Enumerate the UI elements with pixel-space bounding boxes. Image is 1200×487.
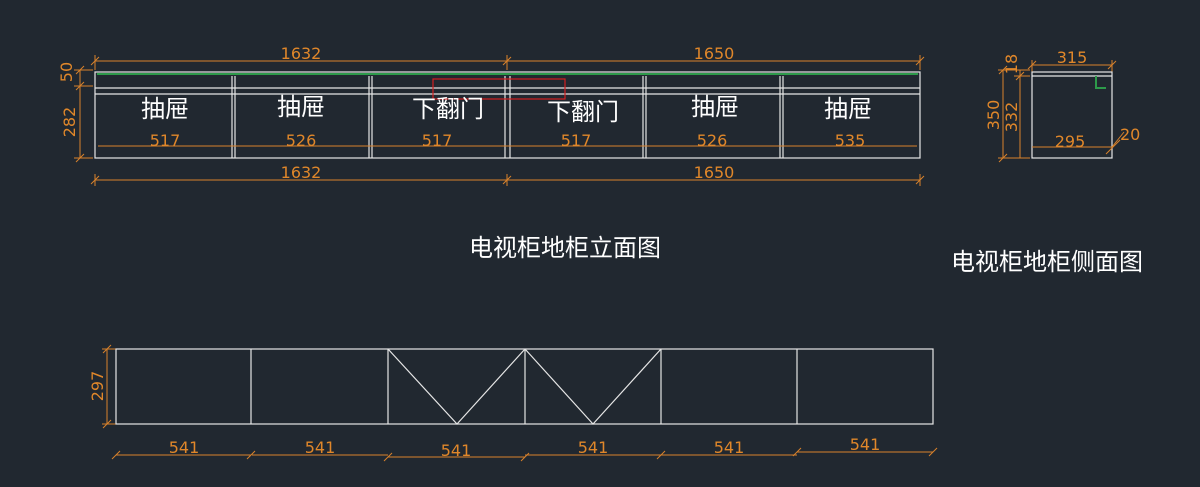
front-bottom-dim-right: 1650	[694, 163, 735, 182]
side-elevation-view: 315 18 350 332 295 20 电视柜地柜侧面图	[951, 48, 1143, 276]
front-top-dim-left: 1632	[281, 44, 322, 63]
side-top-dimension: 315	[1027, 48, 1117, 72]
side-cabinet-outline: 295 20	[1031, 71, 1140, 159]
front-bottom-dimension: 1632 1650	[90, 163, 925, 186]
front-left-dim-top: 50	[57, 62, 76, 82]
plan-width-2: 541	[305, 438, 336, 457]
panel-label-3: 下翻门	[412, 95, 484, 123]
flap-door-symbol-2	[524, 348, 662, 425]
plan-width-4: 541	[578, 438, 609, 457]
side-view-title: 电视柜地柜侧面图	[951, 248, 1143, 276]
plan-width-6: 541	[850, 435, 881, 454]
front-panels: 抽屉 517 抽屉 526 下翻门 517 下翻门 517 抽屉 526 抽屉 …	[141, 93, 872, 150]
panel-width-5: 526	[697, 131, 728, 150]
front-left-dim-body: 282	[60, 107, 79, 138]
plan-width-3: 541	[441, 441, 472, 460]
flap-door-symbol-1	[387, 348, 526, 425]
front-view-title: 电视柜地柜立面图	[469, 234, 661, 262]
front-left-dimension: 50 282	[57, 62, 93, 163]
front-top-dim-right: 1650	[694, 44, 735, 63]
panel-label-5: 抽屉	[691, 93, 739, 121]
side-left-dimension: 18 350 332	[984, 54, 1030, 163]
side-top-dim: 315	[1057, 48, 1088, 67]
panel-label-2: 抽屉	[277, 93, 325, 121]
panel-width-3: 517	[422, 131, 453, 150]
side-left-dim-inner: 332	[1002, 102, 1021, 133]
front-elevation-view: 1632 1650 50 282	[57, 44, 925, 262]
plan-width-5: 541	[714, 438, 745, 457]
plan-cabinet-outline	[115, 348, 934, 425]
panel-width-1: 517	[150, 131, 181, 150]
side-left-dim-outer: 350	[984, 100, 1003, 131]
plan-left-dimension: 297	[88, 344, 116, 429]
plan-left-dim: 297	[88, 371, 107, 402]
panel-label-6: 抽屉	[824, 95, 872, 123]
side-right-dim: 20	[1120, 125, 1140, 144]
side-small-dim: 18	[1002, 54, 1021, 74]
plan-bottom-dimensions: 541 541 541 541 541 541	[111, 435, 938, 462]
panel-width-2: 526	[286, 131, 317, 150]
side-bottom-dim: 295	[1055, 132, 1086, 151]
panel-width-6: 535	[835, 131, 866, 150]
panel-width-4: 517	[561, 131, 592, 150]
panel-label-1: 抽屉	[141, 95, 189, 123]
front-top-dimension: 1632 1650	[90, 44, 925, 70]
front-cabinet-outline	[94, 71, 921, 159]
front-bottom-dim-left: 1632	[281, 163, 322, 182]
plan-width-1: 541	[169, 438, 200, 457]
plan-view: 297 541 541 5	[88, 344, 938, 462]
panel-label-4: 下翻门	[547, 98, 619, 126]
